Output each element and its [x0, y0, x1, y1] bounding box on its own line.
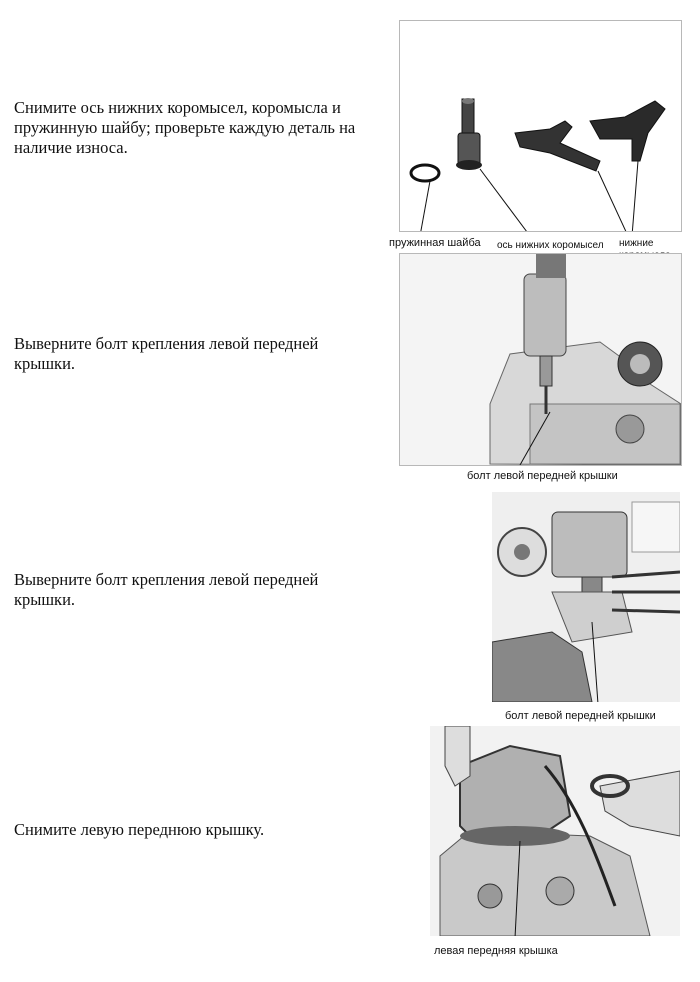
- rocker-arm-parts-icon: [409, 98, 666, 231]
- caption-spring-washer: пружинная шайба: [389, 237, 481, 249]
- step-3-photo: [492, 492, 680, 702]
- step-1-instruction: Снимите ось нижних коромысел, коромысла …: [14, 98, 356, 157]
- step-4-photo: [430, 726, 680, 936]
- caption-left-front-cover-bolt-1: болт левой передней крышки: [467, 470, 618, 482]
- engine-bolt-removal-icon: [492, 492, 680, 702]
- cover-removal-icon: [430, 726, 680, 936]
- step-2-instruction: Выверните болт крепления левой передней …: [14, 334, 319, 373]
- step-1-photo: [399, 20, 682, 232]
- step-2-photo: [399, 253, 682, 466]
- caption-lower-rocker-shaft: ось нижних коромысел: [497, 240, 604, 251]
- engine-bolt-removal-icon: [400, 254, 681, 465]
- caption-left-front-cover: левая передняя крышка: [434, 945, 558, 957]
- step-4-instruction: Снимите левую переднюю крышку.: [14, 820, 265, 839]
- step-3-instruction: Выверните болт крепления левой передней …: [14, 570, 319, 609]
- caption-left-front-cover-bolt-2: болт левой передней крышки: [505, 710, 656, 722]
